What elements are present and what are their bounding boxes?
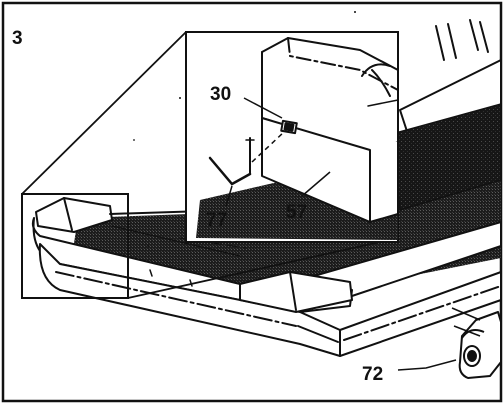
callout-57: 57 xyxy=(286,202,307,223)
detail-locator-box xyxy=(21,193,129,299)
callout-30: 30 xyxy=(210,84,231,105)
inset-detail: 30 77 57 xyxy=(185,31,399,243)
leader-line-57 xyxy=(301,171,331,197)
speck xyxy=(147,245,149,247)
leveling-foot-72 xyxy=(451,307,502,379)
leader-line-72 xyxy=(397,359,457,371)
end-cap-57 xyxy=(261,37,399,223)
callout-77: 77 xyxy=(206,210,227,231)
speck xyxy=(179,97,181,99)
callout-72: 72 xyxy=(362,364,383,385)
leader-line-30 xyxy=(243,97,283,119)
projection-line-bottom xyxy=(127,241,381,299)
speck xyxy=(354,11,356,13)
projection-line-top xyxy=(21,31,187,195)
step-number: 3 xyxy=(12,28,23,49)
alignment-line xyxy=(251,131,285,163)
upright-posts xyxy=(435,19,489,61)
leader-line-77 xyxy=(225,185,233,207)
hex-key-77 xyxy=(208,137,255,186)
speck xyxy=(133,139,135,141)
